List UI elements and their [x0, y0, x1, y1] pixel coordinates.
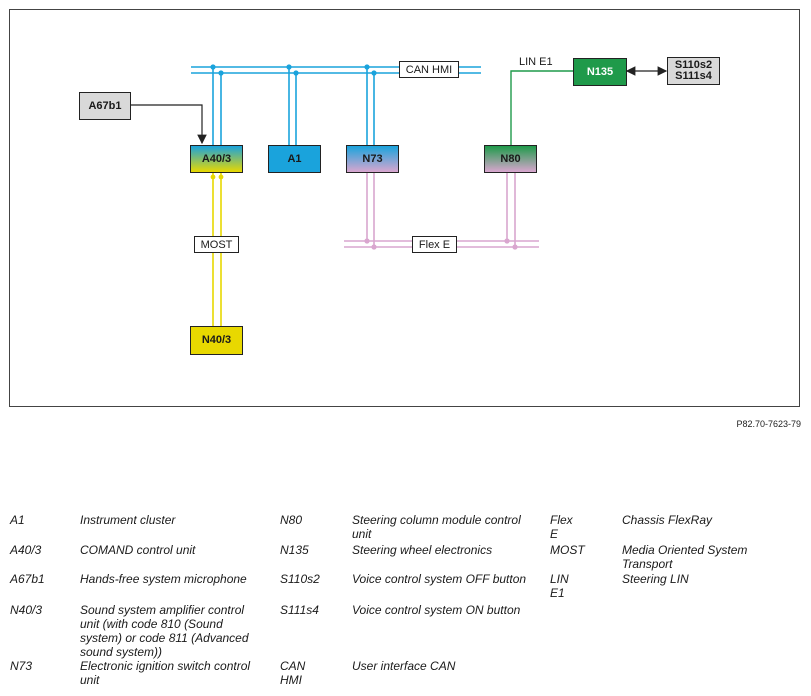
legend-desc: Hands-free system microphone: [80, 572, 247, 586]
label-flex-e: Flex E: [412, 236, 457, 253]
legend-code: S111s4: [280, 603, 319, 617]
label-most: MOST: [194, 236, 239, 253]
diagram-frame: A67b1 A40/3 A1 N73 N80 N135 S110s2 S111s…: [9, 9, 800, 407]
node-n40-3: N40/3: [190, 326, 243, 355]
legend-code: A40/3: [10, 543, 42, 557]
legend-desc: User interface CAN: [352, 659, 456, 673]
legend-code: A1: [10, 513, 25, 527]
legend-code: N135: [280, 543, 309, 557]
legend-code: N73: [10, 659, 33, 673]
legend-code: CAN HMI: [280, 659, 306, 687]
node-n80: N80: [484, 145, 537, 173]
can-hmi-bus: [191, 66, 481, 145]
legend-code: Flex E: [550, 513, 573, 541]
legend-desc: Media Oriented System Transport: [622, 543, 748, 571]
legend-desc: Instrument cluster: [80, 513, 176, 527]
legend-desc: Steering column module control unit: [352, 513, 521, 541]
legend-desc: Sound system amplifier control unit (wit…: [80, 603, 249, 659]
node-s110s2-label: S110s2: [674, 59, 713, 71]
node-s111s4-label: S111s4: [675, 70, 712, 82]
node-n135: N135: [573, 58, 627, 86]
legend-code: A67b1: [10, 572, 45, 586]
legend-code: LIN E1: [550, 572, 569, 600]
legend-code: MOST: [550, 543, 585, 557]
lin-e1-bus: [510, 70, 573, 145]
legend-desc: Steering LIN: [622, 572, 689, 586]
legend-desc: Voice control system ON button: [352, 603, 521, 617]
flex-e-junctions: [364, 238, 518, 250]
legend-desc: Voice control system OFF button: [352, 572, 527, 586]
legend-desc: COMAND control unit: [80, 543, 196, 557]
legend-code: N80: [280, 513, 303, 527]
legend-desc: Steering wheel electronics: [352, 543, 493, 557]
legend-code: N40/3: [10, 603, 43, 617]
legend-desc: Electronic ignition switch control unit: [80, 659, 251, 687]
node-a1: A1: [268, 145, 321, 173]
node-a40-3: A40/3: [190, 145, 243, 173]
legend-desc: Chassis FlexRay: [622, 513, 713, 527]
reference-code: P82.70-7623-79: [736, 419, 801, 429]
node-n73: N73: [346, 145, 399, 173]
network-diagram: [131, 64, 668, 326]
label-lin-e1: LIN E1: [519, 56, 553, 68]
legend-code: S110s2: [280, 572, 320, 586]
can-hmi-junctions: [210, 64, 377, 76]
node-a67b1: A67b1: [79, 92, 131, 120]
a67b1-to-a40-3-arrow: [131, 104, 207, 145]
node-s110s2-s111s4: S110s2 S111s4: [667, 57, 720, 85]
label-can-hmi: CAN HMI: [399, 61, 459, 78]
